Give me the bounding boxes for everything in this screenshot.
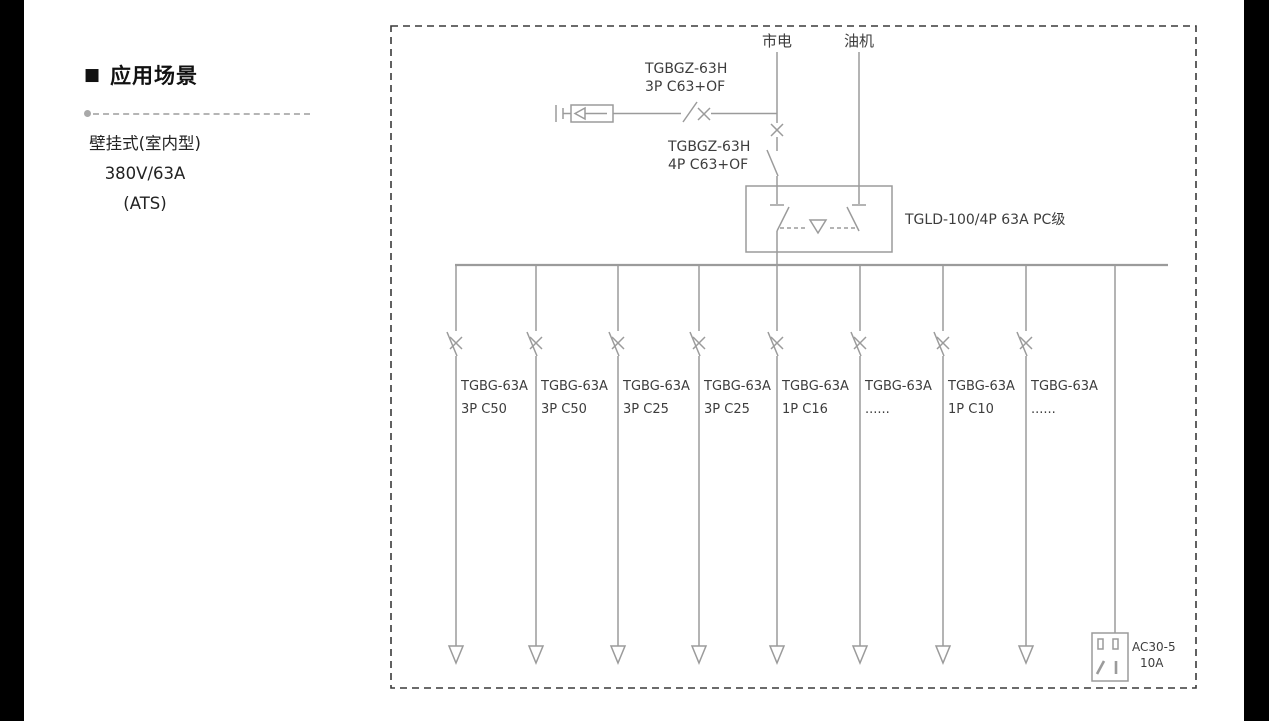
- load-arrow-icon: [768, 645, 786, 665]
- branch-label-spec: 3P C25: [623, 402, 669, 417]
- breaker-blade-icon: [446, 331, 458, 357]
- feeder-branch-7: TGBG-63A 1P C10: [933, 266, 1015, 665]
- socket-label-line2: 10A: [1140, 656, 1164, 670]
- load-arrow-icon: [447, 645, 465, 665]
- main-breaker-label-line1: TGBGZ-63H: [667, 139, 750, 155]
- section-marker-icon: ■: [84, 64, 102, 85]
- branch-label-spec: 3P C25: [704, 402, 750, 417]
- ats-box: [745, 185, 893, 253]
- branch-label-spec: 1P C16: [782, 402, 828, 417]
- breaker-cross-icon: [770, 123, 784, 137]
- load-arrow-icon: [690, 645, 708, 665]
- branch-label-model: TGBG-63A: [864, 379, 932, 394]
- socket-label-line1: AC30-5: [1132, 640, 1176, 654]
- load-arrow-icon: [851, 645, 869, 665]
- feeder-branch-2: TGBG-63A 3P C50: [526, 266, 608, 665]
- divider-dot-icon: [84, 110, 91, 117]
- feeder-branch-4: TGBG-63A 3P C25: [689, 266, 771, 665]
- branch-label-model: TGBG-63A: [1030, 379, 1098, 394]
- breaker-blade-icon: [767, 331, 779, 357]
- branch-label-spec: 1P C10: [948, 402, 994, 417]
- spd-arrow-icon: [573, 106, 586, 121]
- feeder-branch-5: TGBG-63A 1P C16: [767, 266, 849, 665]
- mains-source-label: 市电: [762, 32, 792, 50]
- breaker-blade-icon: [526, 331, 538, 357]
- load-arrow-icon: [1017, 645, 1035, 665]
- breaker-blade-icon: [933, 331, 945, 357]
- ats-switch: [745, 185, 893, 266]
- branch-label-spec: 3P C50: [461, 402, 507, 417]
- main-breaker-label-line2: 4P C63+OF: [668, 157, 748, 173]
- ats-blade-left: [776, 206, 790, 232]
- dashed-divider: [84, 110, 310, 117]
- right-edge-bar: [1244, 0, 1269, 721]
- branch-label-model: TGBG-63A: [540, 379, 608, 394]
- breaker-blade-icon: [766, 149, 779, 177]
- ats-label: TGLD-100/4P 63A PC级: [904, 212, 1065, 228]
- breaker-blade-icon: [850, 331, 862, 357]
- socket-slot-icon: [1097, 638, 1104, 650]
- branch-label-spec: ......: [1031, 402, 1056, 417]
- load-arrow-icon: [527, 645, 545, 665]
- socket-slot-icon: [1095, 660, 1106, 675]
- breaker-blade-icon: [682, 101, 698, 123]
- diagram-dashed-frame: [390, 25, 1197, 689]
- ats-mechanism-triangle-icon: [808, 219, 828, 235]
- generator-source-label: 油机: [844, 32, 874, 50]
- load-arrow-icon: [934, 645, 952, 665]
- branch-label-spec: 3P C50: [541, 402, 587, 417]
- branch-label-model: TGBG-63A: [703, 379, 771, 394]
- feeder-branch-1: TGBG-63A 3P C50: [446, 266, 528, 665]
- divider-line: [93, 112, 310, 115]
- incoming-breaker-label-line1: TGBGZ-63H: [644, 61, 727, 77]
- left-edge-bar: [0, 0, 24, 721]
- incoming-breaker-label-line2: 3P C63+OF: [645, 79, 725, 95]
- feeder-branch-6: TGBG-63A ......: [850, 266, 932, 665]
- section-title: 应用场景: [110, 64, 199, 88]
- spec-list: 壁挂式(室内型) 380V/63A (ATS): [84, 129, 206, 219]
- breaker-blade-icon: [689, 331, 701, 357]
- section-heading: ■ 应用场景: [84, 60, 312, 90]
- branch-label-spec: ......: [865, 402, 890, 417]
- feeder-branch-3: TGBG-63A 3P C25: [608, 266, 690, 665]
- application-scenario-panel: ■ 应用场景 壁挂式(室内型) 380V/63A (ATS): [84, 60, 312, 219]
- load-arrow-icon: [609, 645, 627, 665]
- breaker-blade-icon: [608, 331, 620, 357]
- branch-label-model: TGBG-63A: [460, 379, 528, 394]
- socket-branch: AC30-5 10A: [1091, 266, 1176, 682]
- socket-slot-icon: [1112, 638, 1119, 650]
- breaker-cross-icon: [697, 107, 711, 121]
- spec-mounting: 壁挂式(室内型): [89, 134, 201, 153]
- mains-feeder-wire: [766, 52, 784, 204]
- spec-type: (ATS): [123, 194, 167, 213]
- spd-metering-branch: [555, 101, 777, 123]
- spec-rating: 380V/63A: [104, 164, 186, 183]
- socket-outline-icon: [1091, 632, 1129, 682]
- branch-label-model: TGBG-63A: [781, 379, 849, 394]
- branch-label-model: TGBG-63A: [947, 379, 1015, 394]
- ats-blade-right: [846, 206, 860, 232]
- branch-label-model: TGBG-63A: [622, 379, 690, 394]
- feeder-branch-8: TGBG-63A ......: [1016, 266, 1098, 665]
- breaker-blade-icon: [1016, 331, 1028, 357]
